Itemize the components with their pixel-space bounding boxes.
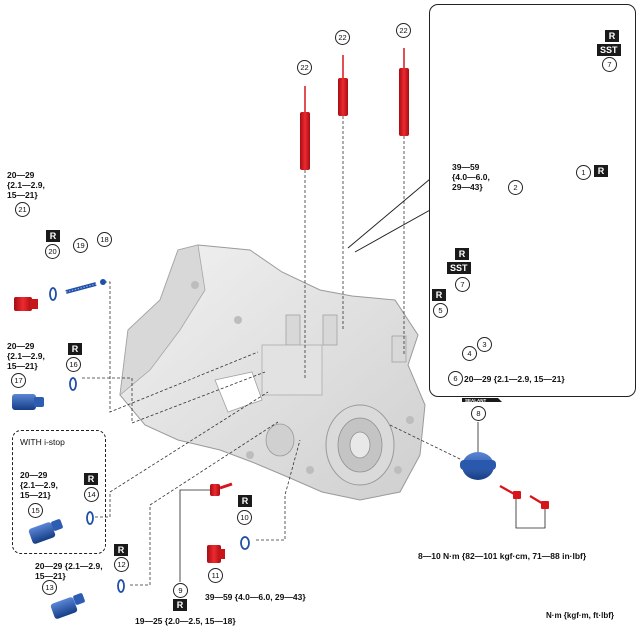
callout-22-left: 22 [297,60,312,75]
o-ring-12 [117,579,125,593]
callout-15: 15 [28,503,43,518]
detail-inset [429,4,636,397]
istop-label: WITH i-stop [20,437,65,447]
callout-22-middle: 22 [335,30,350,45]
callout-22-right: 22 [396,23,411,38]
replace-badge-14: R [84,473,98,485]
torque-21: 20—29 {2.1—2.9, 15—21} [7,170,45,200]
replace-badge-1: R [594,165,608,177]
callout-16: 16 [66,357,81,372]
callout-2: 2 [508,180,523,195]
callout-11: 11 [208,568,223,583]
leader-lines [82,116,556,586]
torque-13: 20—29 {2.1—2.9, 15—21} [35,561,103,581]
ball-18 [100,279,106,285]
replace-badge-16: R [68,343,82,355]
callout-21: 21 [15,202,30,217]
callout-5: 5 [433,303,448,318]
sensor-8 [460,452,496,480]
callout-8: 8 [471,406,486,421]
spring-19 [65,282,97,294]
torque-11: 39—59 {4.0—6.0, 29—43} [205,592,306,602]
o-ring-10 [240,536,250,550]
torque-8: 8—10 N·m {82—101 kgf·cm, 71—88 in·lbf} [418,551,587,561]
callout-3: 3 [477,337,492,352]
callout-14: 14 [84,487,99,502]
callout-12: 12 [114,557,129,572]
replace-badge-9: R [173,599,187,611]
callout-19: 19 [73,238,88,253]
switch-13 [50,593,85,619]
callout-13: 13 [42,580,57,595]
callout-7-lower: 7 [455,277,470,292]
replace-badge-5: R [432,289,446,301]
callout-10: 10 [237,510,252,525]
callout-1: 1 [576,165,591,180]
o-ring-16 [69,377,77,391]
sealant-label: SEALANT [465,398,487,403]
replace-badge-7-upper: R [605,30,619,42]
o-ring-14 [86,511,94,525]
torque-15: 20—29 {2.1—2.9, 15—21} [20,470,58,500]
switch-15 [28,519,63,544]
replace-badge-12: R [114,544,128,556]
plug-11 [207,545,225,563]
torque-6: 20—29 {2.1—2.9, 15—21} [464,374,565,384]
sst-badge-lower: SST [447,262,471,274]
replace-badge-20: R [46,230,60,242]
torque-2: 39—59 {4.0—6.0, 29—43} [452,162,490,192]
bolt-9 [210,482,233,496]
callout-9: 9 [173,583,188,598]
switch-17 [12,394,44,410]
torque-17: 20—29 {2.1—2.9, 15—21} [7,341,45,371]
callout-18: 18 [97,232,112,247]
callout-17: 17 [11,373,26,388]
plug-21 [14,297,38,311]
bolt-22-middle [338,55,348,116]
o-ring-20 [49,287,57,301]
transaxle-housing [119,244,426,501]
torque-unit-note: N·m {kgf·m, ft·lbf} [546,611,614,620]
callout-20: 20 [45,244,60,259]
oil-label-lower: OIL [455,232,465,238]
sst-badge-upper: SST [597,44,621,56]
torque-9: 19—25 {2.0—2.5, 15—18} [135,616,236,626]
replace-badge-10: R [238,495,252,507]
callout-7-upper: 7 [602,57,617,72]
replace-badge-7-lower: R [455,248,469,260]
oil-label-upper: OIL [584,26,594,32]
callout-6: 6 [448,371,463,386]
bolt-22-right [399,48,409,136]
sensor-bolts [499,485,549,509]
sealant-tube-icon [462,398,502,402]
bolt-22-left [300,86,310,170]
callout-4: 4 [462,346,477,361]
istop-frame [12,430,106,554]
